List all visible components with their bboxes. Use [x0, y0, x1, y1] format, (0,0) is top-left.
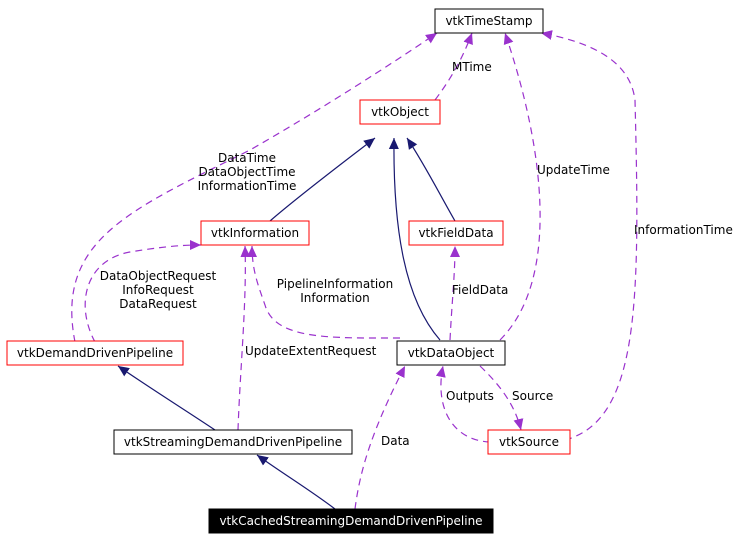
- label-datarequest: DataRequest: [119, 297, 197, 311]
- edge-source-to-timestamp: [540, 30, 638, 441]
- edge-demanddriven-to-timestamp: [71, 32, 438, 343]
- node-vtkinformation[interactable]: vtkInformation: [200, 220, 310, 246]
- node-vtksource-label: vtkSource: [499, 435, 559, 449]
- node-vtkobject[interactable]: vtkObject: [359, 99, 441, 125]
- label-outputs: Outputs: [446, 389, 494, 403]
- edge-object-to-timestamp-mtime: [434, 32, 473, 101]
- edge-source-to-dataobject-outputs: [435, 365, 491, 443]
- node-vtkobject-label: vtkObject: [371, 105, 429, 119]
- label-dataobjecttime: DataObjectTime: [198, 165, 295, 179]
- label-data: Data: [381, 434, 410, 448]
- label-pipelineinformation: PipelineInformation: [277, 277, 393, 291]
- edge-information-to-object: [269, 137, 376, 222]
- edge-streaming-to-information: [237, 245, 251, 431]
- label-inforequest: InfoRequest: [122, 283, 194, 297]
- node-vtkcachedstreamingdemanddrivenpipeline-label: vtkCachedStreamingDemandDrivenPipeline: [219, 514, 482, 528]
- edge-dataobject-to-source: [479, 365, 524, 431]
- label-informationtime-right: InformationTime: [634, 223, 733, 237]
- node-vtkinformation-label: vtkInformation: [211, 226, 299, 240]
- edge-dataobject-to-object: [388, 137, 441, 341]
- label-information: Information: [300, 291, 369, 305]
- label-mtime: MTime: [452, 60, 492, 74]
- node-vtkfielddata[interactable]: vtkFieldData: [408, 220, 504, 246]
- node-vtktimestamp-label: vtkTimeStamp: [445, 14, 532, 28]
- edge-cached-to-streaming: [256, 454, 336, 510]
- node-vtktimestamp[interactable]: vtkTimeStamp: [434, 8, 544, 34]
- node-vtkdemanddrivenpipeline-label: vtkDemandDrivenPipeline: [17, 346, 173, 360]
- node-vtkcachedstreamingdemanddrivenpipeline[interactable]: vtkCachedStreamingDemandDrivenPipeline: [208, 508, 494, 534]
- label-fielddata: FieldData: [452, 283, 508, 297]
- edge-cached-to-dataobject-data: [354, 365, 406, 510]
- node-vtkstreamingdemanddrivenpipeline[interactable]: vtkStreamingDemandDrivenPipeline: [113, 429, 353, 455]
- label-updateextentrequest: UpdateExtentRequest: [245, 344, 377, 358]
- node-vtksource[interactable]: vtkSource: [487, 429, 571, 455]
- edge-dataobject-to-fielddata: [449, 245, 460, 341]
- label-datatime: DataTime: [218, 151, 276, 165]
- node-vtkfielddata-label: vtkFieldData: [418, 226, 493, 240]
- edge-fielddata-to-object: [406, 137, 456, 222]
- label-updatetime: UpdateTime: [537, 163, 610, 177]
- label-source: Source: [512, 389, 553, 403]
- node-vtkdataobject[interactable]: vtkDataObject: [396, 340, 506, 366]
- edge-streaming-to-demanddriven: [117, 365, 216, 431]
- edge-demanddriven-to-information: [84, 240, 202, 343]
- node-vtkstreamingdemanddrivenpipeline-label: vtkStreamingDemandDrivenPipeline: [124, 435, 342, 449]
- node-vtkdataobject-label: vtkDataObject: [408, 346, 495, 360]
- label-dataobjectrequest: DataObjectRequest: [100, 269, 217, 283]
- node-vtkdemanddrivenpipeline[interactable]: vtkDemandDrivenPipeline: [6, 340, 184, 366]
- edge-dataobject-to-information: [247, 245, 401, 339]
- label-informationtime-left: InformationTime: [198, 179, 297, 193]
